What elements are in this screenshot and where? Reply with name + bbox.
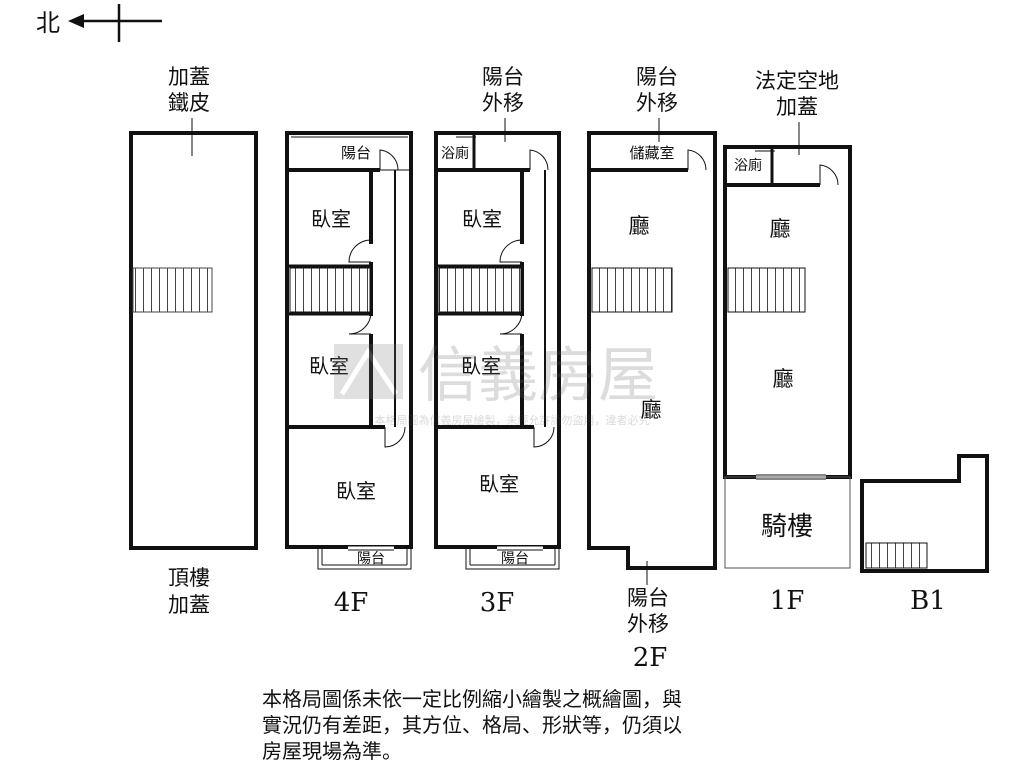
arrow-head-icon <box>68 14 84 28</box>
floor-2f-plan: 陽台 外移 儲藏室 廳 廳 陽台 外移 2F <box>587 65 717 673</box>
floor-4f-plan: 陽台 臥室 臥室 臥室 陽台 4F <box>285 131 413 618</box>
1f-arcade <box>724 476 851 569</box>
4f-floor-label: 4F <box>334 588 369 618</box>
3f-note-line2: 外移 <box>482 91 524 115</box>
roof-note-line1: 加蓋 <box>168 65 210 89</box>
1f-bath-label: 浴廁 <box>734 157 762 174</box>
3f-staircase <box>438 267 522 313</box>
2f-floor-label: 2F <box>633 643 668 673</box>
2f-top-note-line2: 外移 <box>636 91 678 115</box>
2f-staircase <box>591 267 673 313</box>
door-swing-icon <box>379 149 399 171</box>
2f-storage-label: 儲藏室 <box>629 144 674 162</box>
1f-note-line1: 法定空地 <box>755 69 839 93</box>
roof-floor-label-line2: 加蓋 <box>168 593 210 617</box>
4f-balcony-top-label: 陽台 <box>341 144 371 162</box>
2f-hall-1-label: 廳 <box>629 214 650 238</box>
1f-floor-label: 1F <box>770 586 805 616</box>
3f-bedroom-3-label: 臥室 <box>479 472 519 496</box>
1f-staircase <box>727 267 806 313</box>
2f-hall-2-label: 廳 <box>641 398 662 422</box>
4f-staircase <box>289 267 371 313</box>
2f-bottom-note-line1: 陽台 <box>627 586 669 610</box>
2f-top-note-line1: 陽台 <box>636 65 678 89</box>
logo-mark <box>334 344 403 399</box>
1f-hall-1-label: 廳 <box>770 217 791 241</box>
roof-staircase <box>132 267 213 313</box>
2f-bottom-note-line2: 外移 <box>627 612 669 636</box>
3f-note-line1: 陽台 <box>482 65 524 89</box>
north-arrow: 北 <box>36 4 162 42</box>
roof-outline <box>129 131 258 550</box>
floor-1f-plan: 法定空地 加蓋 浴廁 廳 廳 騎樓 1F <box>723 69 852 616</box>
4f-bedroom-3-label: 臥室 <box>336 479 376 503</box>
floor-3f-plan: 陽台 外移 浴廁 臥室 臥室 臥室 陽台 3F <box>434 65 561 618</box>
2f-outline <box>587 131 717 570</box>
watermark: 信義房屋 本格局圖為信義房屋繪製，未經允許請勿盜用，違者必究 <box>334 341 658 427</box>
1f-note-line2: 加蓋 <box>776 95 818 119</box>
b1-outline <box>860 454 989 573</box>
3f-bedroom-1-label: 臥室 <box>462 207 502 231</box>
roof-plan: 加蓋 鐵皮 頂樓 加蓋 <box>129 65 258 617</box>
4f-balcony-bottom-label: 陽台 <box>357 551 385 567</box>
3f-balcony-bottom-label: 陽台 <box>501 551 529 567</box>
4f-bedroom-2-label: 臥室 <box>309 354 349 378</box>
disclaimer: 本格局圖係未依一定比例縮小繪製之概繪圖，與 實況仍有差距，其方位、格局、形狀等，… <box>262 686 762 764</box>
floor-b1-plan: B1 <box>860 454 989 616</box>
disclaimer-line2: 實況仍有差距，其方位、格局、形狀等，仍須以 <box>262 713 682 737</box>
4f-bedroom-1-label: 臥室 <box>311 207 351 231</box>
disclaimer-line1: 本格局圖係未依一定比例縮小繪製之概繪圖，與 <box>262 687 682 711</box>
watermark-brand: 信義房屋 <box>418 341 658 411</box>
north-label: 北 <box>36 9 60 37</box>
roof-floor-label-line1: 頂樓 <box>168 566 210 590</box>
b1-floor-label: B1 <box>910 586 946 616</box>
b1-staircase <box>865 542 928 569</box>
1f-hall-2-label: 廳 <box>773 367 794 391</box>
3f-bedroom-2-label: 臥室 <box>461 354 501 378</box>
3f-floor-label: 3F <box>480 588 515 618</box>
roof-note-line2: 鐵皮 <box>168 91 210 115</box>
3f-bath-label: 浴廁 <box>441 145 469 162</box>
watermark-notice: 本格局圖為信義房屋繪製，未經允許請勿盜用，違者必究 <box>375 413 650 427</box>
1f-arcade-label: 騎樓 <box>761 512 813 542</box>
disclaimer-line3: 房屋現場為準。 <box>262 739 402 763</box>
